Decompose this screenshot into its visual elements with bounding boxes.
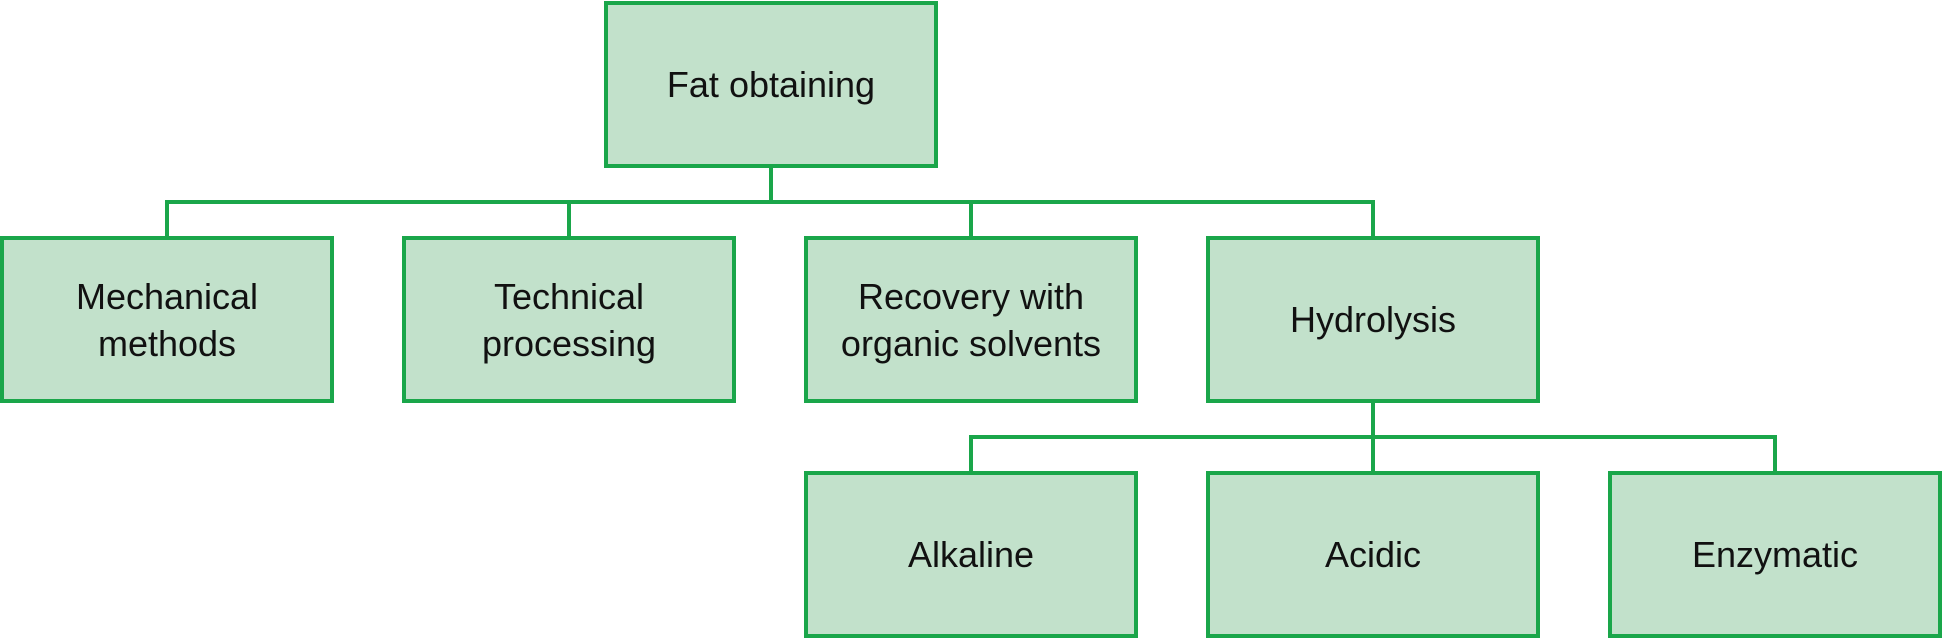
node-label: Hydrolysis — [1289, 299, 1457, 340]
connector-hydrolysis-stem — [1371, 402, 1375, 439]
connector-level1-bus — [165, 200, 1375, 204]
connector-drop-acidic — [1371, 435, 1375, 472]
node-recovery-organic-solvents: Recovery with organic solvents — [804, 236, 1138, 403]
node-label: Alkaline — [907, 534, 1035, 575]
connector-drop-mechanical — [165, 200, 169, 237]
node-acidic: Acidic — [1206, 471, 1540, 638]
node-label: Fat obtaining — [666, 64, 876, 105]
node-label: Mechanical methods — [75, 275, 259, 364]
connector-root-stem — [769, 167, 773, 204]
node-technical-processing: Technical processing — [402, 236, 736, 403]
connector-drop-enzymatic — [1773, 435, 1777, 472]
node-label: Acidic — [1324, 534, 1422, 575]
connector-drop-technical — [567, 200, 571, 237]
node-hydrolysis: Hydrolysis — [1206, 236, 1540, 403]
connector-drop-recovery — [969, 200, 973, 237]
node-alkaline: Alkaline — [804, 471, 1138, 638]
connector-drop-alkaline — [969, 435, 973, 472]
node-enzymatic: Enzymatic — [1608, 471, 1942, 638]
node-label: Enzymatic — [1691, 534, 1859, 575]
node-label: Recovery with organic solvents — [840, 275, 1102, 364]
node-label: Technical processing — [481, 275, 657, 364]
node-mechanical-methods: Mechanical methods — [0, 236, 334, 403]
node-fat-obtaining: Fat obtaining — [604, 1, 938, 168]
connector-drop-hydrolysis — [1371, 200, 1375, 237]
